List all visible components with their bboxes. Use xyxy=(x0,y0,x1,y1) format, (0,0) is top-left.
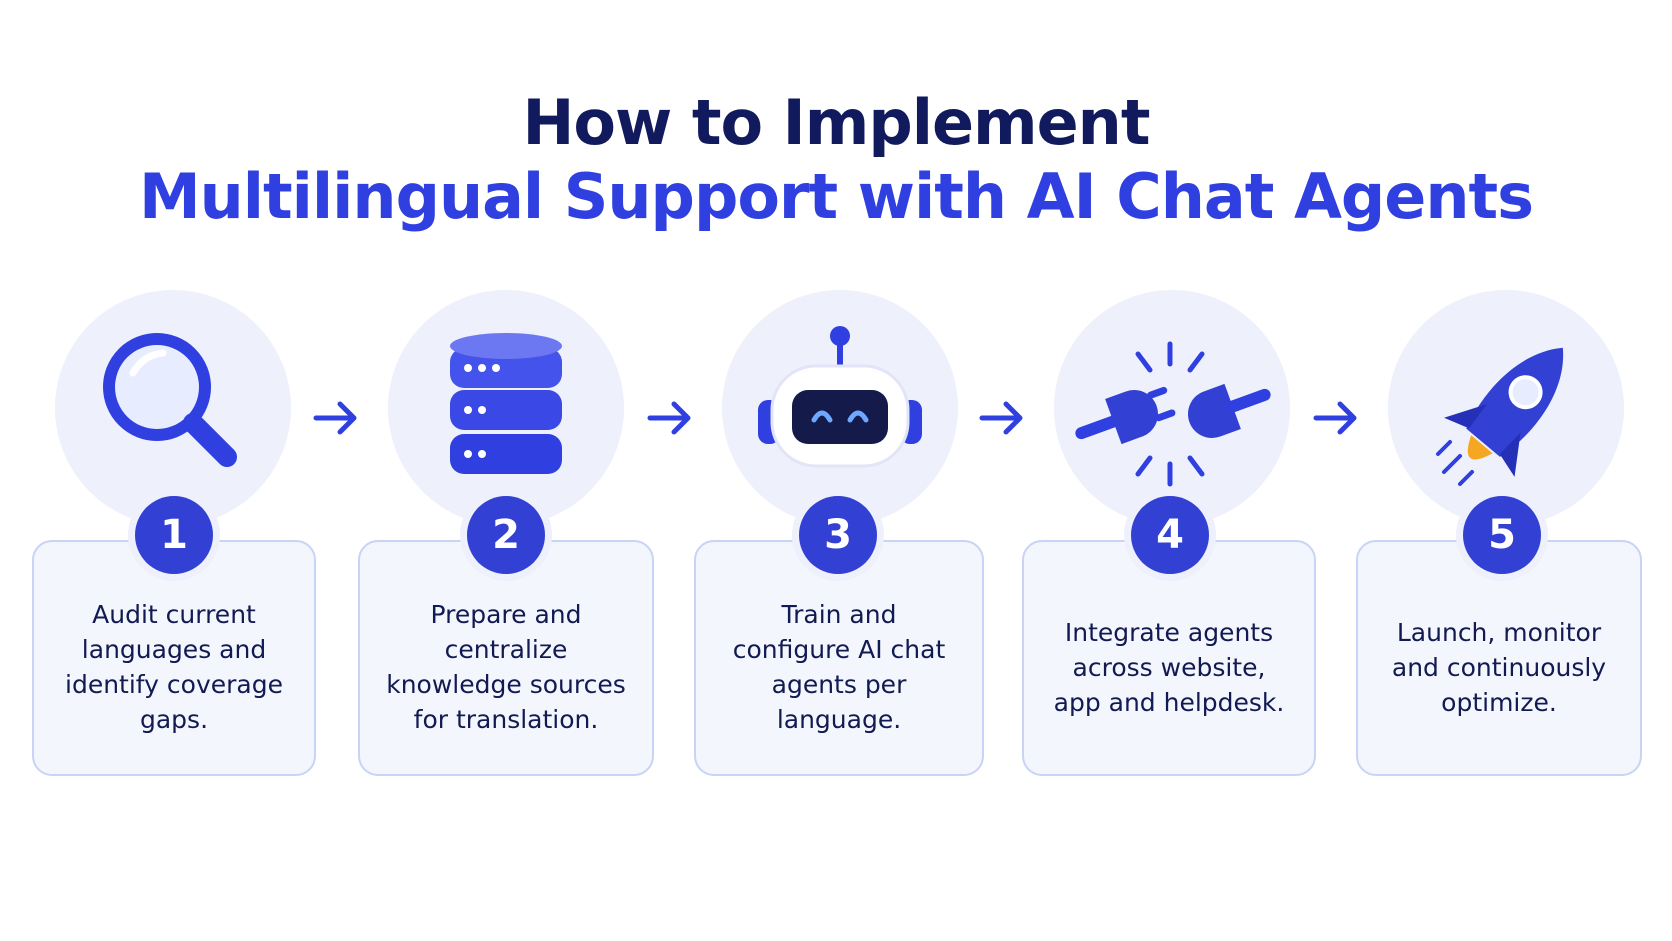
step-4-halo xyxy=(1054,290,1290,526)
step-1-card: Audit current languages and identify cov… xyxy=(32,540,316,776)
plug-connection-icon xyxy=(1075,341,1271,487)
title-line-2: Multilingual Support with AI Chat Agents xyxy=(138,160,1534,233)
step-4-text: Integrate agents across website, app and… xyxy=(1053,617,1285,717)
arrow-right-icon xyxy=(647,401,691,435)
robot-icon xyxy=(758,326,922,468)
step-3-text: Train and configure AI chat agents per l… xyxy=(732,600,946,734)
step-3-card: Train and configure AI chat agents per l… xyxy=(694,540,984,776)
arrow-right-icon xyxy=(1313,401,1357,435)
step-1-text: Audit current languages and identify cov… xyxy=(65,600,283,734)
step-1-badge: 1 xyxy=(135,496,213,574)
step-2-text: Prepare and centralize knowledge sources… xyxy=(386,600,626,734)
arrow-right-icon xyxy=(313,401,357,435)
step-5-card: Launch, monitor and continuously optimiz… xyxy=(1356,540,1642,776)
database-icon xyxy=(450,333,562,474)
step-2-card: Prepare and centralize knowledge sources… xyxy=(358,540,654,776)
step-4-badge: 4 xyxy=(1131,496,1209,574)
magnifying-glass-icon xyxy=(103,333,237,467)
step-3-badge: 3 xyxy=(799,496,877,574)
arrow-right-icon xyxy=(979,401,1023,435)
step-5-text: Launch, monitor and continuously optimiz… xyxy=(1391,617,1607,717)
step-2-badge: 2 xyxy=(467,496,545,574)
step-4-card: Integrate agents across website, app and… xyxy=(1022,540,1316,776)
step-5-badge: 5 xyxy=(1463,496,1541,574)
rocket-icon xyxy=(1436,347,1564,486)
title-line-1: How to Implement xyxy=(522,86,1151,159)
